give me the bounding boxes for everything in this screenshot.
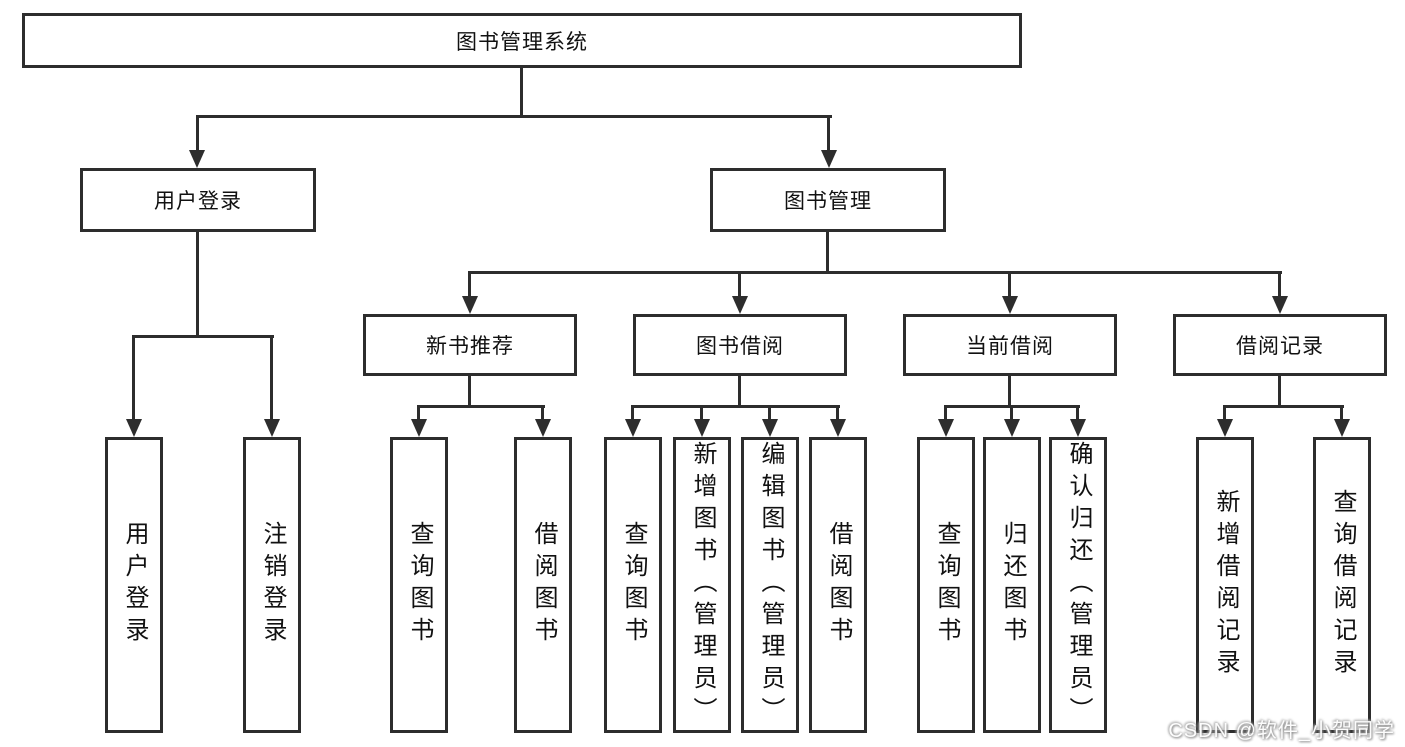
connector-line (417, 405, 420, 423)
node-current-borrow: 当前借阅 (903, 314, 1117, 376)
node-label: 借阅图书 (825, 521, 852, 649)
arrowhead-down-icon (1070, 419, 1086, 437)
node-label: 查询借阅记录 (1329, 489, 1356, 681)
arrowhead-down-icon (411, 419, 427, 437)
arrowhead-down-icon (1334, 419, 1350, 437)
arrowhead-down-icon (938, 419, 954, 437)
arrowhead-down-icon (830, 419, 846, 437)
connector-line (196, 115, 832, 118)
connector-line (1340, 405, 1343, 423)
connector-line (468, 271, 1282, 274)
node-label: 借阅图书 (530, 521, 557, 649)
node-book-borrow: 图书借阅 (633, 314, 847, 376)
node-label: 当前借阅 (966, 335, 1054, 358)
connector-line (631, 405, 840, 408)
connector-line (836, 405, 839, 423)
arrowhead-down-icon (462, 296, 478, 314)
node-book-management: 图书管理 (710, 168, 946, 232)
node-label: 查询图书 (620, 521, 647, 649)
leaf-confirm-return-admin: 确认归还（管理员） (1049, 437, 1107, 733)
connector-line (541, 405, 544, 423)
leaf-add-borrow-record: 新增借阅记录 (1196, 437, 1254, 733)
leaf-logout: 注销登录 (243, 437, 301, 733)
leaf-user-login: 用户登录 (105, 437, 163, 733)
node-label: 归还图书 (999, 521, 1026, 649)
arrowhead-down-icon (1004, 419, 1020, 437)
leaf-return-books: 归还图书 (983, 437, 1041, 733)
node-label: 确认归还（管理员） (1065, 441, 1092, 729)
connector-line (827, 115, 830, 153)
connector-line (1008, 376, 1011, 408)
connector-line (196, 232, 199, 338)
connector-line (196, 115, 199, 153)
leaf-edit-books-admin: 编辑图书（管理员） (741, 437, 799, 733)
csdn-watermark: CSDN @软件_小贺同学 (1168, 720, 1395, 742)
connector-line (1076, 405, 1079, 423)
node-label: 用户登录 (154, 190, 242, 213)
arrowhead-down-icon (694, 419, 710, 437)
connector-line (1278, 376, 1281, 408)
arrowhead-down-icon (732, 296, 748, 314)
connector-line (738, 376, 741, 408)
node-label: 注销登录 (259, 521, 286, 649)
arrowhead-down-icon (625, 419, 641, 437)
connector-line (468, 271, 471, 299)
leaf-query-books-current: 查询图书 (917, 437, 975, 733)
node-label: 借阅记录 (1236, 335, 1324, 358)
connector-line (520, 68, 523, 118)
node-label: 图书借阅 (696, 335, 784, 358)
node-label: 新书推荐 (426, 335, 514, 358)
arrowhead-down-icon (821, 150, 837, 168)
leaf-borrow-books: 借阅图书 (809, 437, 867, 733)
arrowhead-down-icon (1217, 419, 1233, 437)
arrowhead-down-icon (126, 419, 142, 437)
node-label: 编辑图书（管理员） (757, 441, 784, 729)
arrowhead-down-icon (762, 419, 778, 437)
connector-line (1223, 405, 1226, 423)
leaf-add-books-admin: 新增图书（管理员） (673, 437, 731, 733)
connector-line (768, 405, 771, 423)
leaf-query-books: 查询图书 (604, 437, 662, 733)
node-label: 查询图书 (406, 521, 433, 649)
node-root: 图书管理系统 (22, 13, 1022, 68)
arrowhead-down-icon (189, 150, 205, 168)
node-label: 新增借阅记录 (1212, 489, 1239, 681)
connector-line (132, 335, 135, 421)
node-label: 查询图书 (933, 521, 960, 649)
arrowhead-down-icon (1002, 296, 1018, 314)
connector-line (631, 405, 634, 423)
connector-line (700, 405, 703, 423)
connector-line (270, 335, 273, 421)
node-label: 图书管理系统 (456, 30, 588, 54)
leaf-query-borrow-record: 查询借阅记录 (1313, 437, 1371, 733)
arrowhead-down-icon (264, 419, 280, 437)
connector-line (1223, 405, 1344, 408)
connector-line (944, 405, 947, 423)
arrowhead-down-icon (1272, 296, 1288, 314)
connector-line (1008, 271, 1011, 299)
connector-line (417, 405, 545, 408)
leaf-borrow-books-recommend: 借阅图书 (514, 437, 572, 733)
node-label: 新增图书（管理员） (689, 441, 716, 729)
connector-line (468, 376, 471, 408)
arrowhead-down-icon (535, 419, 551, 437)
node-new-book-recommend: 新书推荐 (363, 314, 577, 376)
node-label: 图书管理 (784, 190, 872, 213)
connector-line (1278, 271, 1281, 299)
connector-line (1010, 405, 1013, 423)
node-user-login: 用户登录 (80, 168, 316, 232)
connector-line (738, 271, 741, 299)
node-label: 用户登录 (121, 521, 148, 649)
connector-line (132, 335, 274, 338)
leaf-query-books-recommend: 查询图书 (390, 437, 448, 733)
node-borrow-records: 借阅记录 (1173, 314, 1387, 376)
connector-line (826, 232, 829, 274)
